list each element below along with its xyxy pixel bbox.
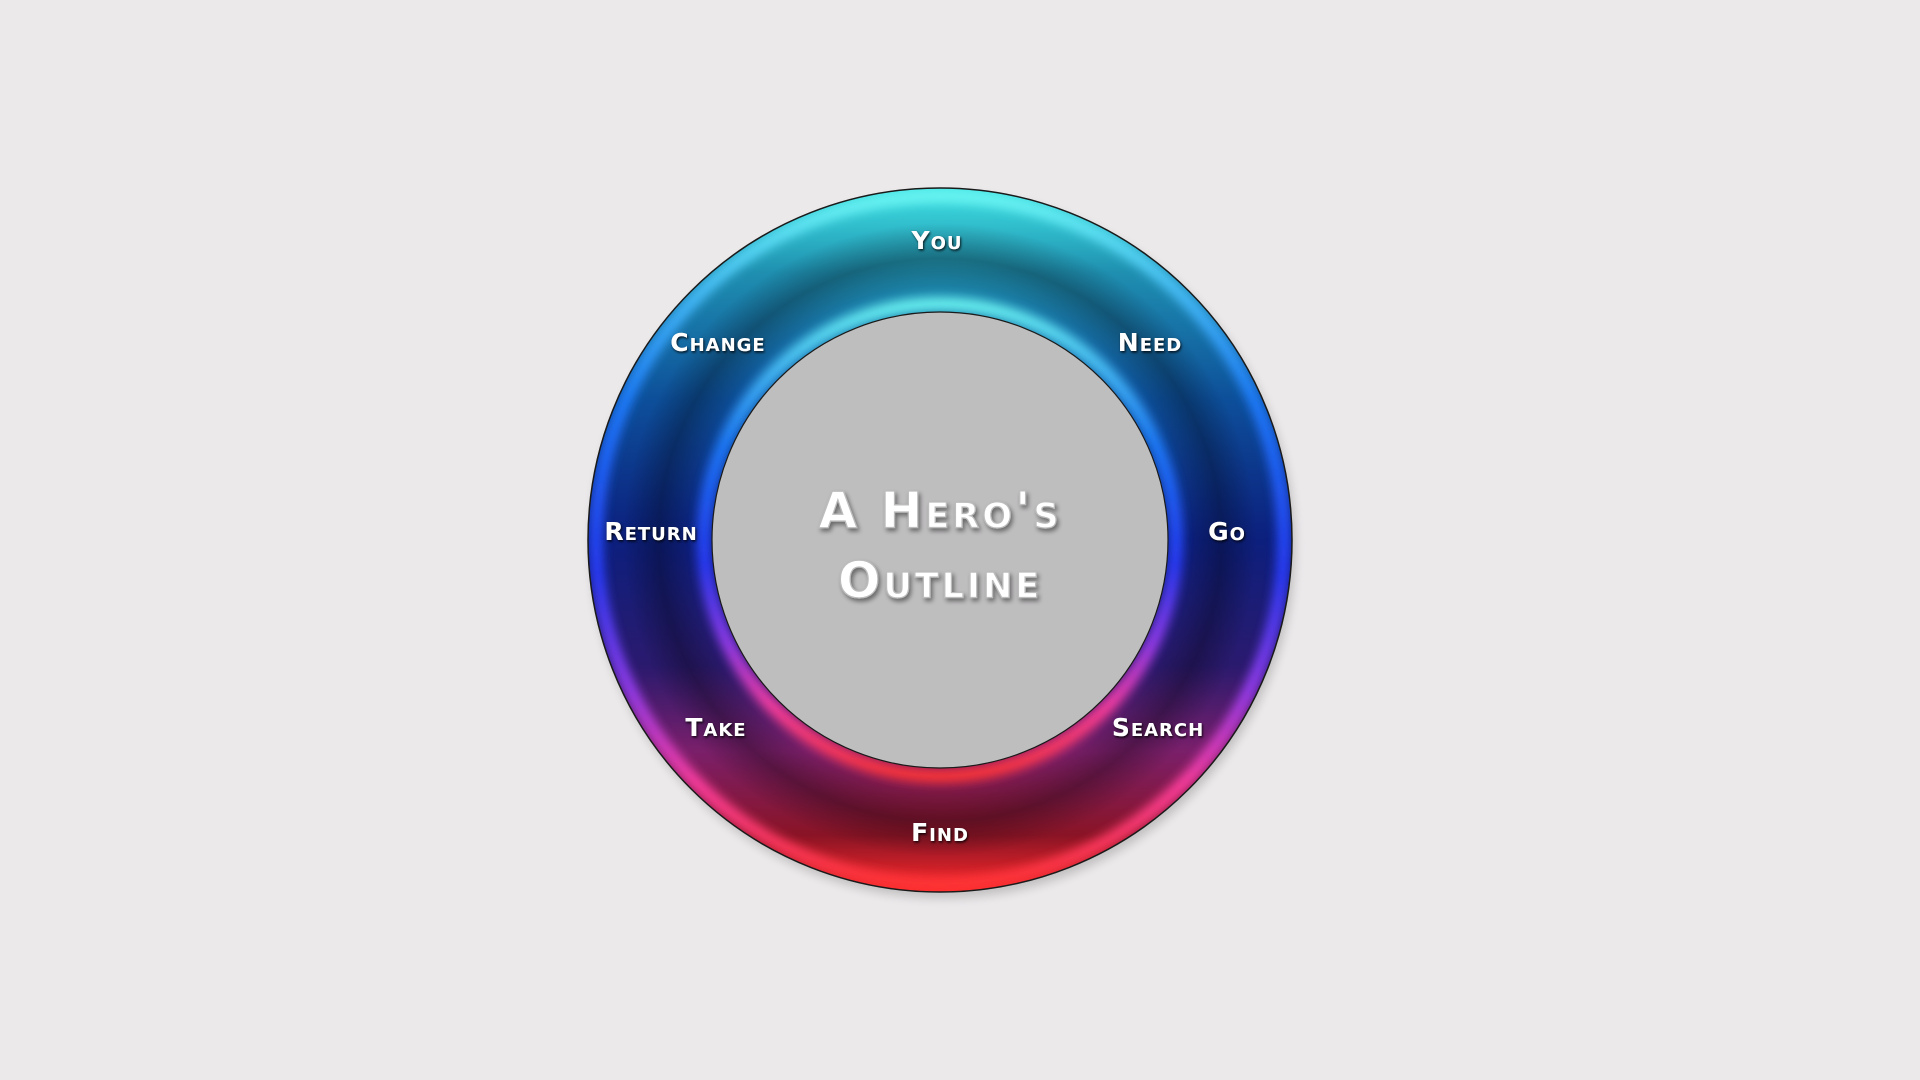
stage-label-search: Search (1112, 713, 1204, 742)
stage-label-go: Go (1208, 517, 1246, 546)
stage-label-need: Need (1118, 328, 1182, 357)
title-line-2: Outline (838, 552, 1042, 610)
stage-label-you: You (910, 226, 962, 255)
center-title: A Hero's Outline (818, 481, 1061, 610)
title-line-1: A Hero's (818, 482, 1061, 540)
stage-label-return: Return (604, 517, 697, 546)
stage-label-take: Take (685, 713, 746, 742)
ring-inner-edge (711, 311, 1169, 769)
ring-band (588, 188, 1292, 892)
ring-outer-edge (587, 187, 1293, 893)
stage-label-find: Find (911, 818, 969, 847)
stage-label-change: Change (670, 328, 765, 357)
